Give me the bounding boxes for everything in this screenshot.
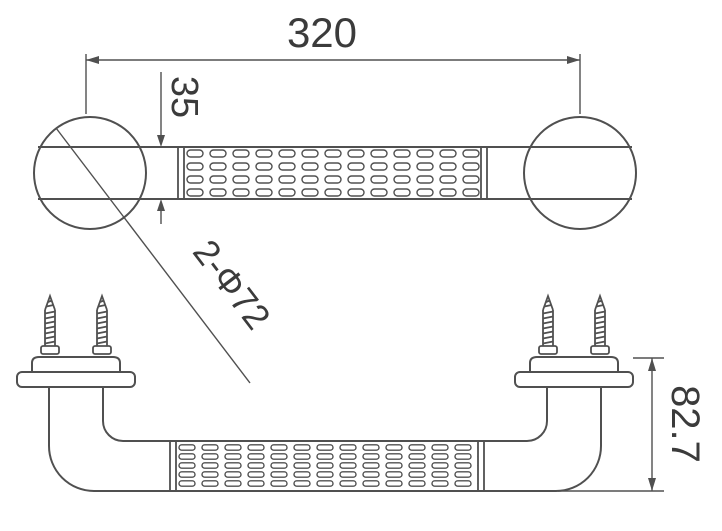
dimension-height-label: 82.7 <box>663 385 707 463</box>
arrowhead-up <box>157 199 165 211</box>
dimension-length-label: 320 <box>287 9 357 56</box>
dimension-height: 82.7 <box>558 357 707 492</box>
mounting-screw-right-inner <box>538 295 558 355</box>
mounting-screw-right-outer <box>590 295 610 355</box>
arrowhead-down <box>157 135 165 147</box>
top-view <box>33 116 637 230</box>
mounting-screw-left-inner <box>92 295 112 355</box>
side-view <box>16 295 634 492</box>
arrowhead-right <box>567 56 580 64</box>
flange-plate-right <box>514 371 634 388</box>
dimension-tube-width: 35 <box>157 72 205 224</box>
left-flange-circle <box>33 116 147 230</box>
flange-plate-left <box>16 371 136 388</box>
dimension-tube-width-label: 35 <box>163 76 205 118</box>
grip-knurl-texture-side <box>176 443 478 488</box>
tube-outer-profile <box>48 387 602 492</box>
tube-inner-profile <box>102 387 548 442</box>
arrowhead-down-height <box>648 478 656 491</box>
callout-leader-line <box>55 127 251 384</box>
dimension-length: 320 <box>85 9 581 114</box>
grip-knurl-texture-top <box>184 147 481 199</box>
flange-dome-right <box>529 356 619 372</box>
mounting-screw-left-outer <box>40 295 60 355</box>
right-flange-circle <box>523 116 637 230</box>
flange-dome-left <box>31 356 121 372</box>
arrowhead-up-height <box>648 358 656 371</box>
arrowhead-left <box>86 56 99 64</box>
flange-callout-label: 2-Φ72 <box>185 232 279 337</box>
